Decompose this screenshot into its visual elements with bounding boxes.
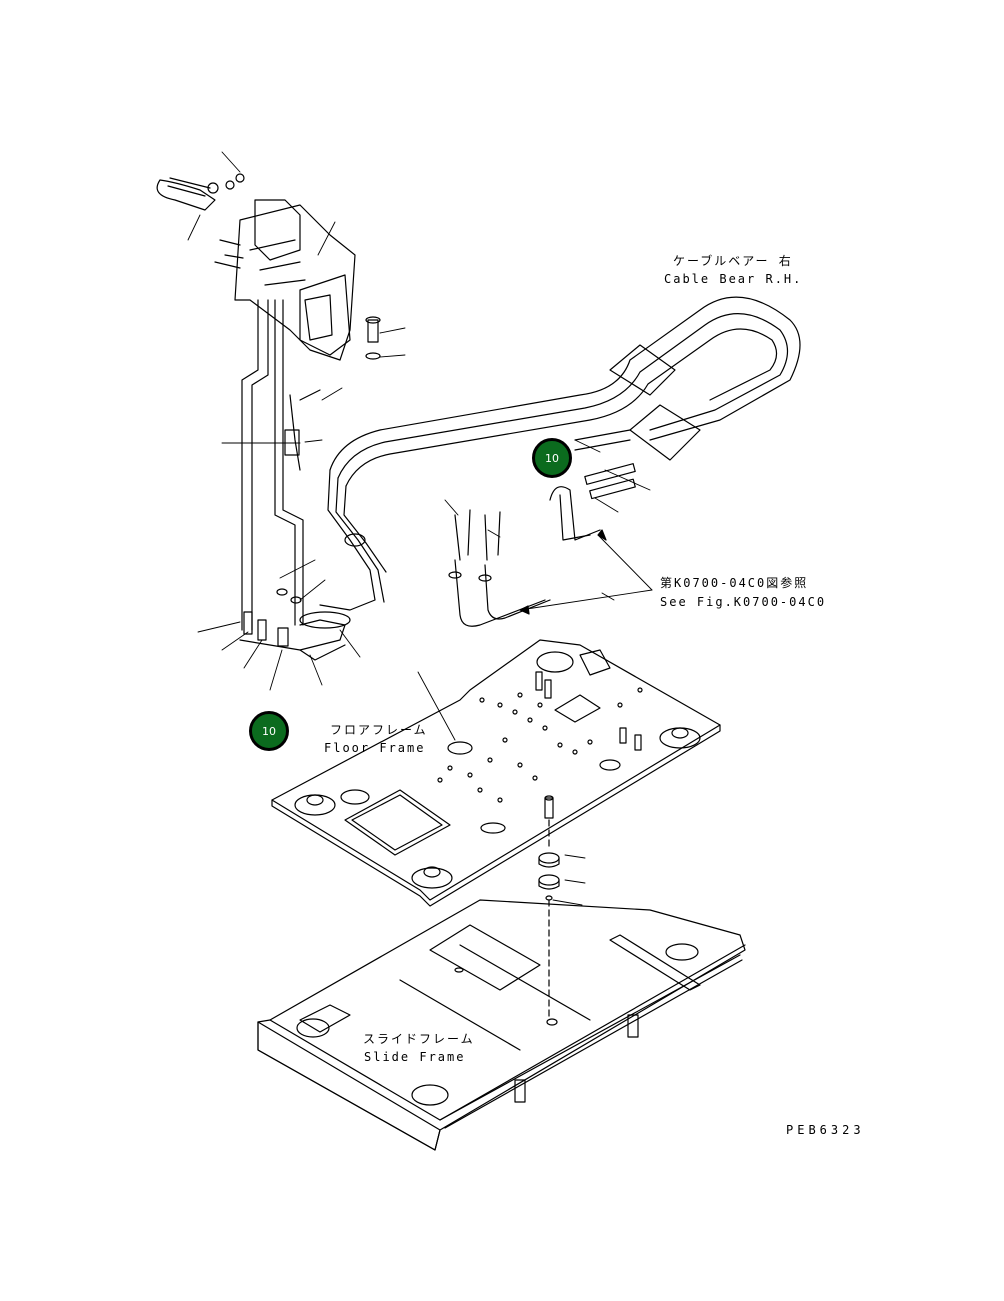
slide-frame-label-en: Slide Frame	[364, 1050, 466, 1064]
pilot-pipes	[241, 299, 321, 631]
control-valve-assembly	[156, 173, 381, 361]
mount-spacers	[538, 795, 560, 1021]
drawing-code: PEB6323	[786, 1123, 865, 1137]
callout-10-lower[interactable]: 10	[249, 711, 289, 751]
cable-bear-label-en: Cable Bear R.H.	[664, 272, 803, 286]
cable-bear-label-jp: ケーブルベアー 右	[673, 254, 793, 268]
leader-lines	[187, 151, 653, 906]
see-fig-label-jp: 第K0700-04C0図参照	[660, 576, 809, 590]
fittings-cluster	[239, 588, 351, 661]
cable-bear-rh	[319, 296, 801, 611]
floor-frame	[271, 639, 721, 907]
see-fig-label-en: See Fig.K0700-04C0	[660, 595, 827, 609]
slide-frame-label-jp: スライドフレーム	[363, 1032, 475, 1046]
slide-frame	[257, 899, 746, 1151]
floor-frame-label-en: Floor Frame	[324, 741, 426, 755]
callout-10-upper[interactable]: 10	[532, 438, 572, 478]
floor-frame-label-jp: フロアフレーム	[330, 723, 428, 737]
